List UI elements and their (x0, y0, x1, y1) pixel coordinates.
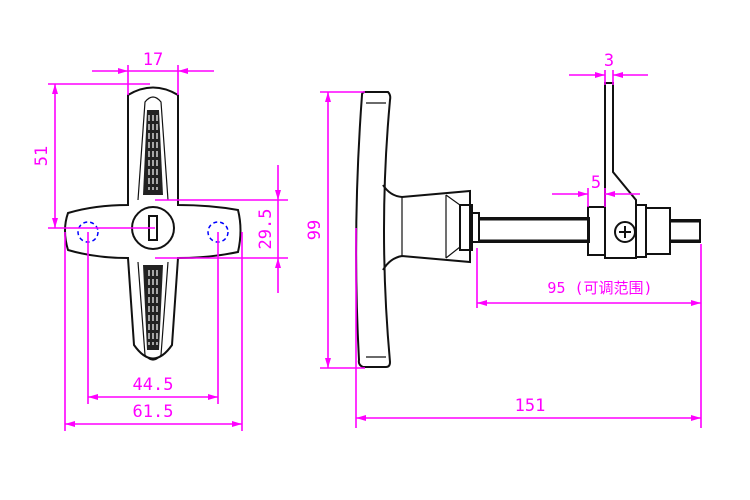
side-view-handle (355, 82, 701, 368)
front-view-dimensions: 17 51 29.5 44.5 61.5 (32, 50, 288, 431)
dim-51: 51 (32, 146, 52, 166)
shaft (478, 217, 590, 243)
nut-left (587, 206, 606, 256)
side-view-dimensions: 99 3 5 95 (可调范围) 151 (305, 51, 702, 428)
front-view-handle (64, 86, 242, 361)
dim-44-5: 44.5 (133, 375, 174, 395)
dim-99: 99 (305, 220, 325, 240)
nut-right (645, 207, 671, 255)
dim-5: 5 (591, 173, 601, 193)
grip-pattern (143, 110, 163, 350)
dim-151: 151 (515, 396, 546, 416)
dim-3: 3 (604, 51, 614, 71)
dim-29-5: 29.5 (256, 209, 276, 250)
dim-61-5: 61.5 (133, 402, 174, 422)
dim-17: 17 (143, 50, 163, 70)
dim-95-adjustable-range: 95 (可调范围) (547, 279, 652, 297)
